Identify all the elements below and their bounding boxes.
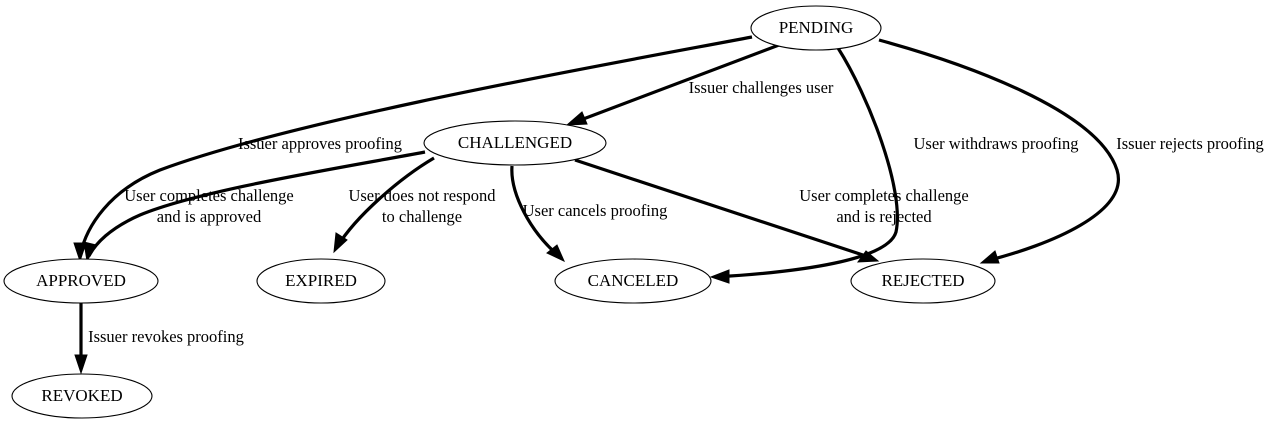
arrowhead-icon [73, 242, 87, 263]
edges-layer [73, 35, 1120, 375]
node-shape-canceled[interactable] [554, 258, 712, 304]
arrowhead-icon [565, 111, 588, 126]
arrowhead-icon [709, 269, 730, 284]
edge-challenged-canceled [510, 165, 565, 263]
arrowhead-icon [83, 241, 97, 263]
node-label-canceled: CANCELED [588, 271, 679, 290]
node-rejected[interactable]: REJECTED [850, 258, 996, 304]
node-expired[interactable]: EXPIRED [256, 258, 386, 304]
node-shape-revoked[interactable] [11, 373, 153, 419]
node-shape-challenged[interactable] [423, 120, 607, 166]
edge-approved-revoked [74, 303, 88, 375]
edge-line-pending-challenged [577, 43, 780, 123]
node-shape-pending[interactable] [750, 5, 882, 51]
node-shape-expired[interactable] [256, 258, 386, 304]
arrowhead-icon [979, 250, 1000, 264]
edge-labels-layer: Issuer approves proofing Issuer challenge… [88, 78, 1264, 346]
edge-challenged-rejected [574, 158, 880, 263]
node-label-pending: PENDING [779, 18, 854, 37]
edge-pending-canceled [709, 47, 899, 284]
node-challenged[interactable]: CHALLENGED [423, 120, 607, 166]
edge-line-pending-rejected [878, 38, 1120, 263]
edge-label-challenged-canceled: User cancels proofing [523, 201, 668, 220]
edge-pending-challenged [565, 43, 780, 126]
arrowhead-icon [856, 250, 880, 263]
node-label-expired: EXPIRED [285, 271, 357, 290]
nodes-layer: PENDING CHALLENGED APPROVED EXPIRED CANCELED… [3, 5, 996, 419]
node-label-approved: APPROVED [36, 271, 126, 290]
node-label-challenged: CHALLENGED [458, 133, 572, 152]
node-shape-rejected[interactable] [850, 258, 996, 304]
edge-line-pending-canceled [715, 47, 899, 279]
edge-pending-rejected [878, 38, 1120, 264]
arrowhead-icon [74, 354, 88, 375]
edge-line-challenged-approved [87, 150, 426, 257]
node-label-revoked: REVOKED [41, 386, 122, 405]
node-pending[interactable]: PENDING [750, 5, 882, 51]
node-approved[interactable]: APPROVED [3, 258, 159, 304]
edge-label-pending-canceled: User withdraws proofing [914, 134, 1079, 153]
edge-label-approved-revoked: Issuer revokes proofing [88, 327, 244, 346]
edge-challenged-expired [333, 156, 435, 254]
edge-label-pending-challenged: Issuer challenges user [689, 78, 834, 97]
node-canceled[interactable]: CANCELED [554, 258, 712, 304]
edge-line-challenged-expired [335, 156, 435, 248]
edge-label-pending-rejected: Issuer rejects proofing [1116, 134, 1264, 153]
node-revoked[interactable]: REVOKED [11, 373, 153, 419]
edge-line-challenged-rejected [574, 158, 873, 260]
edge-line-challenged-canceled [510, 165, 562, 259]
edge-label-pending-approved: Issuer approves proofing [238, 134, 402, 153]
arrowhead-icon [333, 232, 348, 254]
arrowhead-icon [546, 244, 565, 263]
edge-challenged-approved [83, 150, 426, 263]
node-shape-approved[interactable] [3, 258, 159, 304]
edge-line-pending-approved [78, 35, 753, 257]
node-label-rejected: REJECTED [881, 271, 964, 290]
edge-pending-approved [73, 35, 753, 263]
